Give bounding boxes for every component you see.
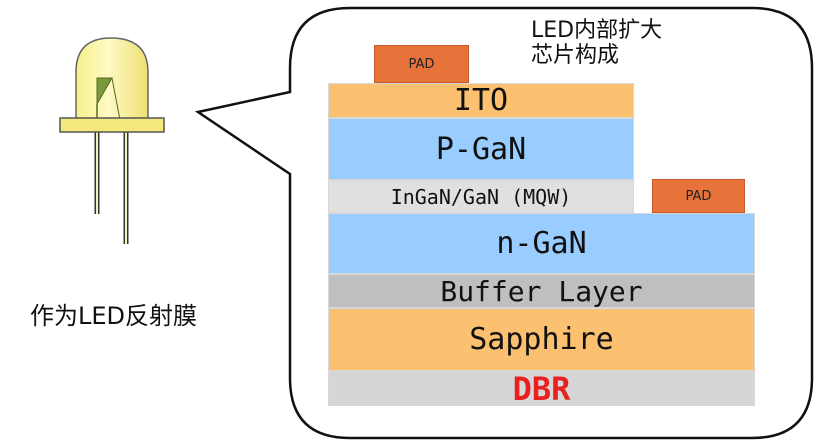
layer-sapphire: Sapphire bbox=[328, 308, 755, 371]
side-pad: PAD bbox=[652, 179, 745, 213]
layer-dbr: DBR bbox=[328, 370, 755, 408]
led-reflector-caption: 作为LED反射膜 bbox=[30, 302, 198, 330]
chip-caption-line1: LED内部扩大 bbox=[531, 18, 663, 43]
layer-n-gan: n-GaN bbox=[328, 213, 755, 274]
layer-mqw: InGaN/GaN (MQW) bbox=[328, 180, 634, 213]
layer-p-gan: P-GaN bbox=[328, 118, 634, 180]
top-pad: PAD bbox=[374, 45, 469, 83]
chip-caption-line2: 芯片构成 bbox=[531, 43, 620, 68]
layer-ito: ITO bbox=[328, 83, 634, 118]
layer-buffer: Buffer Layer bbox=[328, 274, 755, 308]
led-icon bbox=[59, 37, 165, 244]
